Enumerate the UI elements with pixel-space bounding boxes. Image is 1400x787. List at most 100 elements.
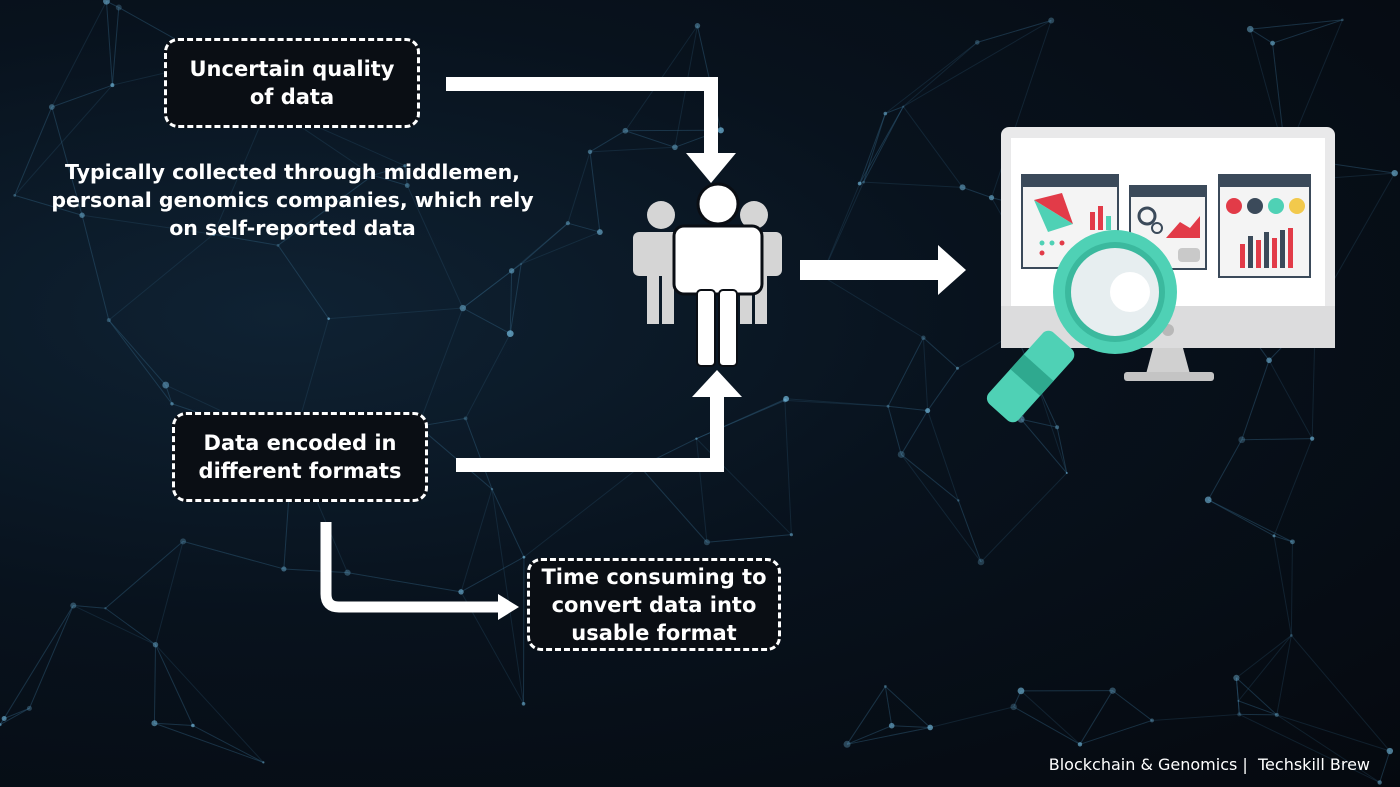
network-node xyxy=(988,195,995,201)
network-link xyxy=(888,405,928,412)
network-node xyxy=(106,318,111,323)
network-link xyxy=(923,337,958,369)
network-node xyxy=(1246,25,1254,33)
network-link xyxy=(1238,700,1277,716)
network-link xyxy=(927,410,959,501)
network-link xyxy=(283,568,348,574)
network-link xyxy=(328,307,463,320)
network-node xyxy=(888,722,895,729)
network-node xyxy=(1270,40,1275,46)
network-node xyxy=(921,335,926,340)
network-link xyxy=(885,686,931,728)
network-link xyxy=(277,174,374,246)
network-node xyxy=(115,4,122,11)
uncertain-quality-box: Uncertain quality of data xyxy=(164,38,420,128)
network-link xyxy=(885,42,978,114)
network-link xyxy=(859,113,886,184)
arrow-formats-to-time xyxy=(320,522,500,613)
network-link xyxy=(784,399,889,407)
network-node xyxy=(521,701,526,706)
network-node xyxy=(1386,747,1394,755)
network-node xyxy=(672,144,678,151)
network-link xyxy=(0,605,74,725)
network-link xyxy=(589,151,601,233)
network-link xyxy=(108,233,214,321)
network-link xyxy=(1379,750,1391,783)
network-link xyxy=(900,454,959,501)
network-link xyxy=(1241,438,1313,441)
network-link xyxy=(465,333,511,419)
network-node xyxy=(1,716,7,722)
network-node xyxy=(886,404,890,408)
network-link xyxy=(1020,418,1068,474)
network-link xyxy=(1249,28,1273,44)
network-link xyxy=(28,605,74,709)
network-link xyxy=(462,307,511,335)
network-link xyxy=(706,534,792,543)
network-node xyxy=(508,268,515,274)
network-link xyxy=(108,319,167,386)
network-link xyxy=(347,572,462,593)
network-link xyxy=(1112,690,1153,721)
network-node xyxy=(974,40,980,45)
network-link xyxy=(1276,635,1292,715)
network-link xyxy=(108,319,173,405)
network-link xyxy=(887,337,924,407)
network-link xyxy=(1207,439,1243,501)
network-node xyxy=(927,724,933,731)
network-link xyxy=(81,215,110,321)
network-node xyxy=(281,566,287,572)
network-link xyxy=(417,307,464,427)
network-link xyxy=(1236,635,1292,679)
network-link xyxy=(1235,677,1239,701)
network-link xyxy=(957,500,982,563)
network-link xyxy=(153,644,157,724)
network-link xyxy=(108,319,173,405)
network-link xyxy=(1236,677,1278,716)
network-link xyxy=(902,106,963,188)
network-link xyxy=(14,194,83,216)
network-node xyxy=(1237,699,1240,702)
network-node xyxy=(955,366,959,370)
network-link xyxy=(887,406,902,455)
network-node xyxy=(459,304,467,312)
network-node xyxy=(403,164,407,168)
network-link xyxy=(3,707,30,719)
network-link xyxy=(14,106,53,196)
time-consuming-box: Time consuming to convert data into usab… xyxy=(527,558,781,651)
network-node xyxy=(957,499,960,502)
network-link xyxy=(213,233,279,246)
network-link xyxy=(3,707,30,719)
network-link xyxy=(108,319,167,386)
network-node xyxy=(1233,674,1240,681)
network-link xyxy=(846,686,886,745)
network-link xyxy=(105,540,184,609)
network-link xyxy=(567,222,600,233)
network-link xyxy=(821,275,924,339)
network-link xyxy=(1207,499,1293,543)
network-link xyxy=(887,337,924,407)
network-link xyxy=(283,568,348,574)
network-link xyxy=(51,106,83,216)
network-link xyxy=(900,454,982,563)
network-link xyxy=(105,607,156,646)
network-link xyxy=(1079,719,1153,745)
network-node xyxy=(104,607,107,610)
network-link xyxy=(902,42,978,107)
network-link xyxy=(589,130,626,153)
network-link xyxy=(192,725,264,763)
network-link xyxy=(1020,418,1068,474)
network-link xyxy=(372,174,408,186)
network-node xyxy=(1077,742,1083,747)
network-link xyxy=(977,19,1052,43)
arrow-formats-head xyxy=(692,370,742,397)
network-link xyxy=(567,151,591,224)
network-link xyxy=(1151,713,1240,721)
network-link xyxy=(846,726,931,745)
footer-brand: Techskill Brew xyxy=(1258,755,1370,774)
network-link xyxy=(1021,418,1058,428)
network-link xyxy=(155,644,194,726)
network-link xyxy=(1276,714,1380,783)
